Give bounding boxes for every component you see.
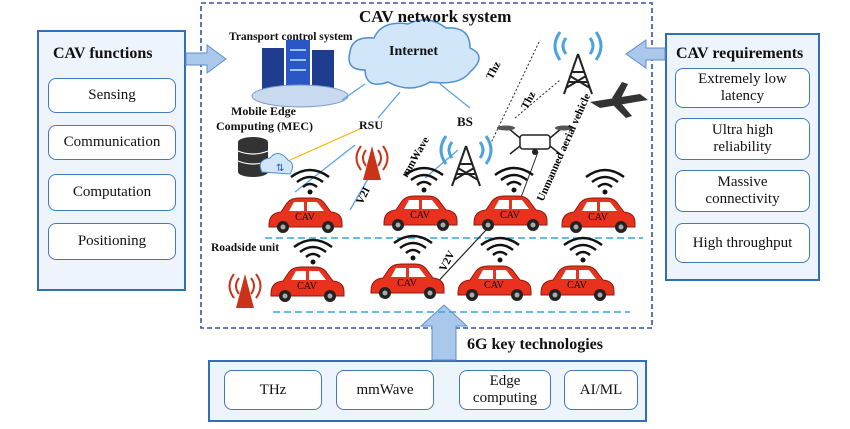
rsu-label: RSU <box>359 118 384 132</box>
mec-label-line1: Mobile Edge <box>231 104 296 118</box>
car-label: CAV <box>297 281 318 292</box>
car-label: CAV <box>500 210 521 221</box>
tech-mmwave: mmWave <box>336 370 434 410</box>
bs-label: BS <box>457 114 473 129</box>
requirement-connectivity: Massive connectivity <box>675 170 810 212</box>
car-label: CAV <box>567 280 588 291</box>
function-sensing: Sensing <box>48 78 176 113</box>
tech-edge-computing: Edge computing <box>459 370 551 410</box>
transport-control-label: Transport control system <box>229 31 353 43</box>
internet-label: Internet <box>389 44 438 59</box>
requirement-latency: Extremely low latency <box>675 68 810 108</box>
car-label: CAV <box>484 280 505 291</box>
car-label: CAV <box>410 210 431 221</box>
requirement-throughput: High throughput <box>675 223 810 263</box>
requirement-reliability: Ultra high reliability <box>675 118 810 160</box>
car-label: CAV <box>588 212 609 223</box>
cav-requirements-title: CAV requirements <box>676 45 804 62</box>
tech-thz: THz <box>224 370 322 410</box>
v2i-label: V2I <box>354 185 373 206</box>
technologies-title: 6G key technologies <box>467 336 603 353</box>
roadside-unit-label: Roadside unit <box>211 242 280 254</box>
car-label: CAV <box>397 278 418 289</box>
function-computation: Computation <box>48 174 176 211</box>
network-title: CAV network system <box>359 7 512 26</box>
mec-label-line2: Computing (MEC) <box>216 119 314 133</box>
function-communication: Communication <box>48 125 176 160</box>
thz-label-2: Thz <box>519 89 538 111</box>
svg-text:⇅: ⇅ <box>276 163 284 174</box>
cav-functions-title: CAV functions <box>53 45 153 62</box>
function-positioning: Positioning <box>48 223 176 260</box>
car-label: CAV <box>295 212 316 223</box>
mmwave-label: mmWave <box>399 135 432 180</box>
tech-ai-ml: AI/ML <box>564 370 638 410</box>
v2v-label: V2V <box>437 249 458 274</box>
thz-label-1: Thz <box>484 59 503 81</box>
